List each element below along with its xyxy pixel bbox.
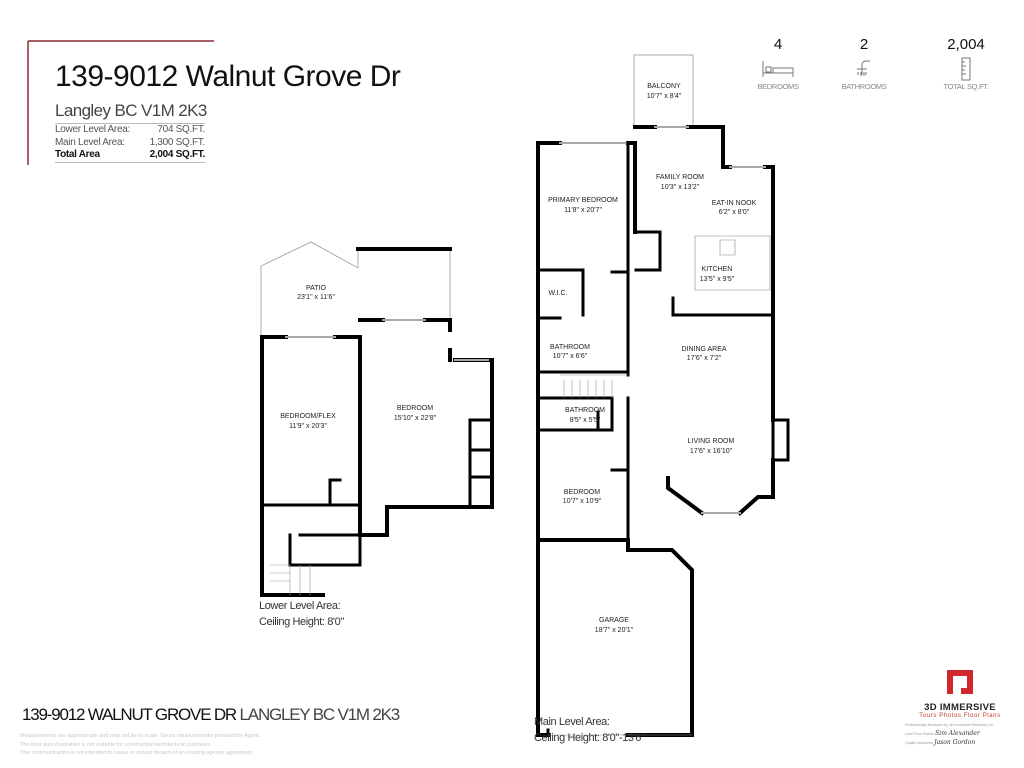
bed-icon [743,56,813,82]
stat-value: 2,004 [947,36,985,53]
room-name: GARAGE [599,617,629,624]
room-name: BATHROOM [565,407,605,414]
area-row-total: Total Area 2,004 SQ.FT. [55,149,205,163]
main-level-area-label: Main Level Area: [534,716,610,728]
area-label: Lower Level Area: [55,124,130,135]
room-name: BEDROOM [397,405,433,412]
lower-level-labels: PATIO 23'1" x 11'6" BEDROOM/FLEX 11'9" x… [280,285,436,430]
room-size: 6'2" x 8'0" [719,209,750,216]
qa-label: Quality Assurance [905,741,934,745]
room-name: KITCHEN [702,266,733,273]
room-name: EAT-IN NOOK [712,200,757,207]
stat-bedrooms: 4 BEDROOMS [743,36,813,91]
room-name: BALCONY [647,83,681,90]
header-frame [27,40,214,165]
room-name: LIVING ROOM [688,438,735,445]
room-name: FAMILY ROOM [656,174,704,181]
room-size: 8'5" x 5'5" [570,417,601,424]
room-size: 17'6" x 16'10" [690,448,733,455]
area-value: 704 SQ.FT. [157,124,205,135]
stat-label: BATHROOMS [841,82,887,91]
room-size: 10'7" x 8'4" [647,93,682,100]
room-size: 10'7" x 6'6" [553,353,588,360]
disclaimer-line: The floor plan illustration is not suita… [20,741,212,748]
room-name: BEDROOM [564,489,600,496]
room-name: PATIO [306,285,327,292]
shower-icon [829,56,899,82]
logo-credit: Professionally Measured by 3D Immersive … [905,723,994,727]
stat-bathrooms: 2 BATHROOMS [829,36,899,91]
area-table: Lower Level Area: 704 SQ.FT. Main Level A… [55,123,205,163]
footer-address: 139-9012 WALNUT GROVE DR LANGLEY BC V1M … [22,705,401,725]
area-label: Total Area [55,149,100,160]
logo-mark-icon [947,670,973,694]
main-level-labels: BALCONY 10'7" x 8'4" FAMILY ROOM 10'3" x… [548,83,757,634]
fireplace [771,418,790,462]
property-title: 139-9012 Walnut Grove Dr [55,60,401,93]
lower-level-area-label: Lower Level Area: [259,600,341,612]
stat-sqft: 2,004 TOTAL SQ.FT. [931,36,1001,91]
room-size: 10'7" x 10'9" [563,498,602,505]
lead-signature: Sim Alexander [935,730,980,737]
room-name: DINING AREA [681,346,726,353]
qa-signature: Jason Gordon [934,739,976,746]
area-row-lower: Lower Level Area: 704 SQ.FT. [55,124,205,137]
area-value: 2,004 SQ.FT. [149,149,206,160]
room-name: PRIMARY BEDROOM [548,197,618,204]
main-level-ceiling: Ceiling Height: 8'0"-13'6" [534,732,645,744]
footer-street: 139-9012 WALNUT GROVE DR [22,705,237,724]
property-subtitle: Langley BC V1M 2K3 [55,101,207,120]
main-level-info: Main Level Area: Ceiling Height: 8'0"-13… [534,714,645,746]
disclaimer-line: This communication is not intended to ca… [20,750,254,756]
disclaimer-line: Measurements are approximate and may not… [20,733,261,739]
lower-level-plan [260,241,494,597]
area-row-main: Main Level Area: 1,300 SQ.FT. [55,137,205,150]
ruler-icon [931,56,1001,82]
company-logo: 3D IMMERSIVE Tours Photos Floor Plans Pr… [905,670,1015,746]
logo-tagline: Tours Photos Floor Plans [919,713,1001,719]
room-size: 10'3" x 13'2" [661,184,700,191]
lower-level-ceiling: Ceiling Height: 8'0" [259,616,344,628]
room-name: W.I.C. [548,290,567,297]
logo-brand: 3D IMMERSIVE [924,702,996,713]
stat-value: 4 [773,36,783,53]
room-size: 11'9" x 20'3" [289,423,327,430]
footer-city: LANGLEY BC V1M 2K3 [239,705,401,724]
room-name: BATHROOM [550,344,590,351]
room-size: 13'5" x 9'5" [700,276,735,283]
stat-label: TOTAL SQ.FT. [943,82,989,91]
room-size: 15'10" x 22'8" [394,415,437,422]
room-size: 23'1" x 11'6" [297,294,335,301]
room-name: BEDROOM/FLEX [280,413,336,420]
disclaimer: Measurements are approximate and may not… [20,732,320,758]
area-label: Main Level Area: [55,136,125,148]
main-level-plan [536,54,790,737]
stat-label: BEDROOMS [757,82,799,91]
room-size: 17'6" x 7'2" [687,355,722,362]
area-value: 1,300 SQ.FT. [149,136,206,148]
room-size: 18'7" x 20'1" [595,627,634,634]
balcony-outline [633,54,694,128]
room-size: 11'8" x 20'7" [564,207,602,214]
lower-level-info: Lower Level Area: Ceiling Height: 8'0" [259,598,344,630]
stat-value: 2 [859,36,869,53]
lead-label: Lead Floor Partner [905,732,935,736]
